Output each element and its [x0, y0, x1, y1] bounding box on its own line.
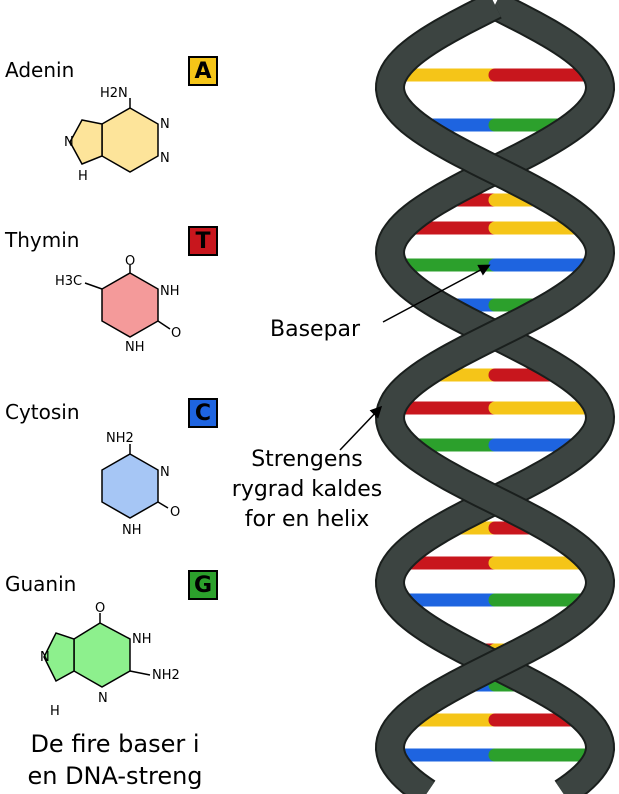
backbone-label-line1: Strengens	[251, 447, 363, 472]
thymine-o2: O	[171, 326, 181, 341]
base-name-thymine: Thymin	[5, 228, 80, 252]
basepair-label: Basepar	[270, 317, 361, 342]
thymine-structure: O H3C NH O NH	[55, 255, 181, 355]
guanine-o6: O	[95, 601, 105, 616]
thymine-n3: NH	[160, 284, 180, 299]
base-name-guanine: Guanin	[5, 572, 77, 596]
backbone-label-line3: for en helix	[244, 507, 370, 532]
cytosine-o2: O	[170, 505, 180, 520]
adenine-structure: H2N N N N H	[64, 86, 170, 184]
caption-line2: en DNA-streng	[27, 762, 203, 790]
basepair-arrow	[382, 264, 491, 323]
cytosine-structure: NH2 N O NH	[101, 431, 180, 538]
adenine-n7: N	[64, 135, 74, 150]
cytosine-n3: N	[160, 465, 170, 480]
base-name-cytosine: Cytosin	[5, 400, 80, 424]
adenine-n1: N	[160, 117, 170, 132]
backbone-label: Strengens rygrad kaldes for en helix	[222, 445, 392, 535]
thymine-methyl-label: H3C	[55, 274, 82, 289]
guanine-n1: NH	[132, 632, 152, 647]
thymine-o4: O	[125, 255, 135, 269]
caption-line1: De fire baser i	[30, 730, 200, 758]
guanine-n7: N	[40, 650, 50, 665]
cytosine-amino-label: NH2	[106, 431, 134, 446]
guanine-structure: O NH NH2 N N H	[40, 601, 180, 719]
guanine-n3: N	[98, 691, 108, 706]
guanine-h: H	[50, 704, 60, 719]
badge-a: A	[188, 56, 218, 86]
caption: De fire baser i en DNA-streng	[10, 728, 220, 792]
badge-g: G	[188, 570, 218, 600]
base-name-adenine: Adenin	[5, 58, 75, 82]
guanine-amino-label: NH2	[152, 668, 180, 683]
backbone-arrow	[339, 405, 383, 451]
badge-t: T	[188, 226, 218, 256]
adenine-amino-label: H2N	[100, 86, 128, 101]
cytosine-n1: NH	[122, 523, 142, 538]
thymine-n1: NH	[125, 340, 145, 355]
badge-c: C	[188, 398, 218, 428]
helix-backbone-strands	[374, 0, 616, 794]
backbone-label-line2: rygrad kaldes	[231, 477, 383, 502]
adenine-h: H	[78, 169, 88, 184]
strand-1	[376, 0, 614, 794]
adenine-n3: N	[160, 151, 170, 166]
